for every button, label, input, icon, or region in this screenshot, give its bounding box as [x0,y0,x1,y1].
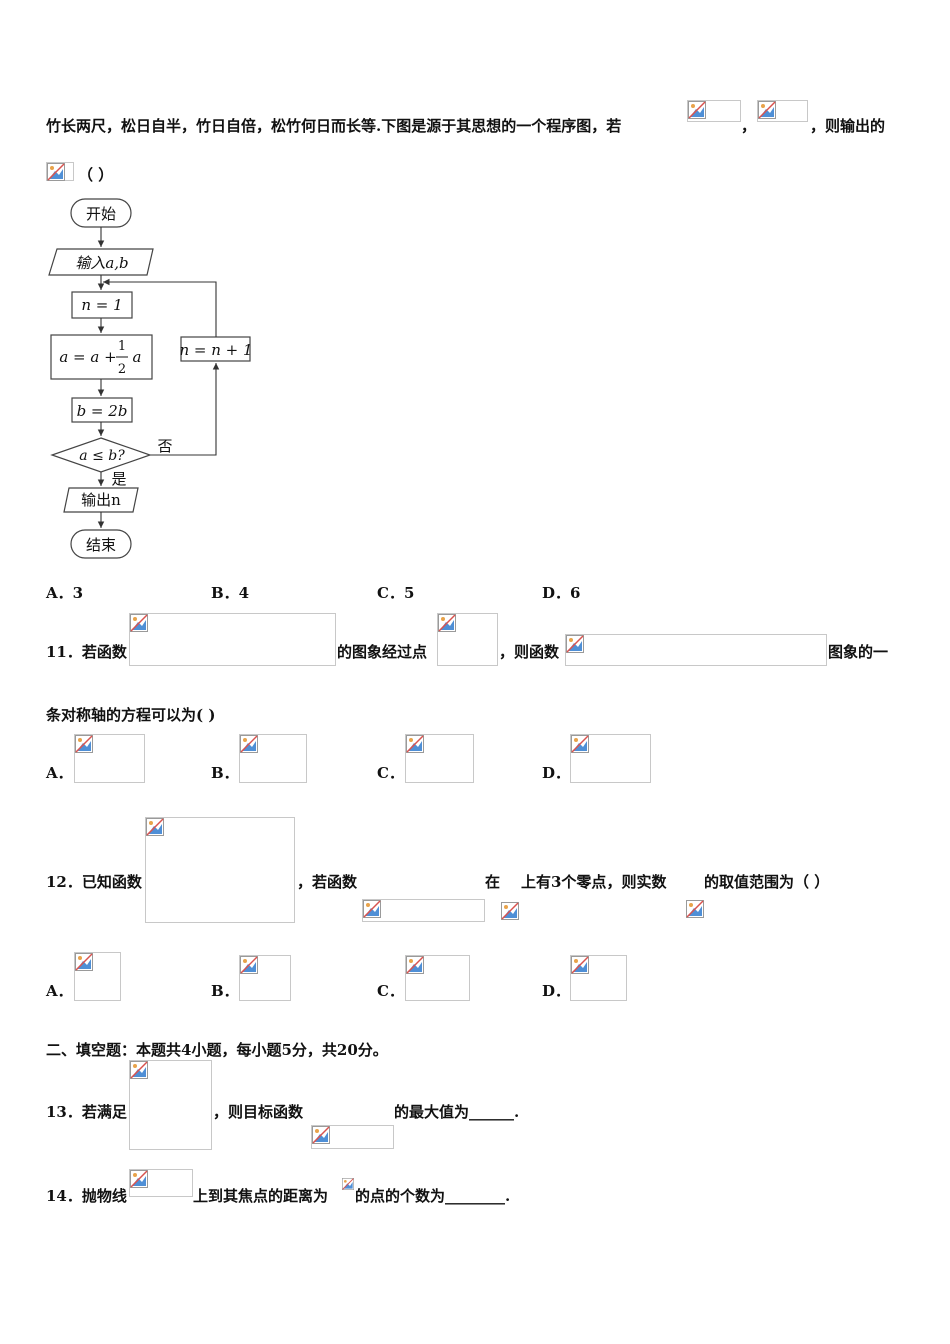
q11-option-a-image [74,734,145,783]
q11-option-c-image [405,734,474,783]
flow-start-text: 开始 [86,205,116,223]
flow-condition-text: a ≤ b? [79,448,125,464]
broken-image-icon [240,956,258,974]
q14-end: 的点的个数为________. [355,1187,511,1205]
broken-image-icon [130,1170,148,1188]
broken-image-icon [146,818,164,836]
q11-point-image [437,613,498,666]
q12-mid1: ，若函数 [297,873,358,891]
flow-end-node [70,529,132,559]
q10-comma: ， [741,117,757,135]
broken-image-icon [240,735,258,753]
q12-piecewise-function-image [145,817,295,923]
q12-option-d: D． [542,982,571,1000]
q12-option-a-image [74,952,121,1001]
q10-formula-image-3 [46,162,74,181]
q13-end: 的最大值为______. [394,1103,520,1121]
broken-image-icon [571,956,589,974]
q14-parabola-image [129,1169,193,1197]
q11-option-a: A． [46,764,73,782]
q11-option-b: B． [211,764,239,782]
flow-a-update-node [50,334,153,380]
broken-image-icon [758,101,776,119]
flow-a-suffix: a [133,348,142,366]
flow-input-node [48,248,154,276]
flow-input-text: 输入a,b [75,254,128,272]
q11-prefix: 11．若函数 [46,643,127,661]
q13-objective-image [311,1125,394,1149]
q10-stem-line1-end: ，则输出的 [810,117,886,135]
q11-end: 图象的一 [828,643,889,661]
q11-function2-image [565,634,827,666]
q10-flowchart: 开始 输入a,b n = 1 a = a + 1 2 a b = 2b a ≤ … [48,198,253,559]
q13-mid: ，则目标函数 [213,1103,304,1121]
q11-line2: 条对称轴的方程可以为( ) [46,706,216,724]
q12-param-image [686,900,704,920]
broken-image-icon [363,900,381,918]
q11-mid1: 的图象经过点 [337,643,428,661]
q11-function-image [129,613,336,666]
flow-no-label: 否 [157,437,172,455]
q11-option-c: C． [377,764,404,782]
q10-answer-paren: （ ） [78,166,114,184]
q10-option-a: A．3 [46,584,84,602]
broken-image-icon [130,614,148,632]
q14-distance-image [342,1178,355,1198]
flow-b-update-text: b = 2b [77,402,128,420]
q12-mid3: 上有3个零点，则实数 [521,873,667,891]
flow-n-init-node [71,291,133,319]
q11-mid2: ，则函数 [499,643,560,661]
q10-formula-image-1 [687,100,741,122]
q10-option-d: D．6 [542,584,581,602]
broken-image-icon [312,1126,330,1144]
flow-n-inc-node [180,336,251,362]
q13-prefix: 13．若满足 [46,1103,127,1121]
q10-stem-line1: 竹长两尺，松日自半，竹日自倍，松竹何日而长等.下图是源于其思想的一个程序图，若 [46,117,622,135]
q12-option-a: A． [46,982,73,1000]
q12-prefix: 12．已知函数 [46,873,142,891]
broken-image-icon [571,735,589,753]
flow-a-update-text: a = a + [59,348,116,366]
broken-image-icon [438,614,456,632]
broken-image-icon [75,735,93,753]
q12-mid2: 在 [485,873,501,891]
broken-image-icon [406,956,424,974]
q12-option-c-image [405,955,470,1001]
q12-option-d-image [570,955,627,1001]
q12-option-b: B． [211,982,239,1000]
q14-mid: 上到其焦点的距离为 [193,1187,329,1205]
q11-option-d-image [570,734,651,783]
q10-option-c: C．5 [377,584,415,602]
flow-n-init-text: n = 1 [81,296,122,314]
broken-image-icon [686,900,704,918]
q10-option-b: B．4 [211,584,250,602]
q11-option-b-image [239,734,307,783]
flow-n-inc-text: n = n + 1 [179,341,252,359]
q12-option-c: C． [377,982,404,1000]
q10-formula-image-2 [757,100,808,122]
flow-b-update-node [71,397,133,423]
broken-image-icon [406,735,424,753]
broken-image-icon [688,101,706,119]
broken-image-icon [501,902,519,920]
flow-frac-num: 1 [118,339,126,354]
q14-prefix: 14．抛物线 [46,1187,127,1205]
q11-option-d: D． [542,764,571,782]
flow-output-text: 输出n [81,491,121,509]
broken-image-icon [47,163,65,181]
q13-constraints-image [129,1060,212,1150]
q12-option-b-image [239,955,291,1001]
broken-image-icon [75,953,93,971]
q12-interval-image [501,902,521,922]
broken-image-icon [342,1178,354,1190]
section2-title: 二、填空题：本题共4小题，每小题5分，共20分。 [46,1041,388,1059]
q12-end: 的取值范围为（ ） [704,873,830,891]
broken-image-icon [130,1061,148,1079]
flow-yes-label: 是 [111,470,126,488]
flow-output-node [63,487,139,513]
flow-end-text: 结束 [86,536,116,554]
q12-function-g-image [362,899,485,922]
broken-image-icon [566,635,584,653]
flow-frac-den: 2 [118,362,126,377]
